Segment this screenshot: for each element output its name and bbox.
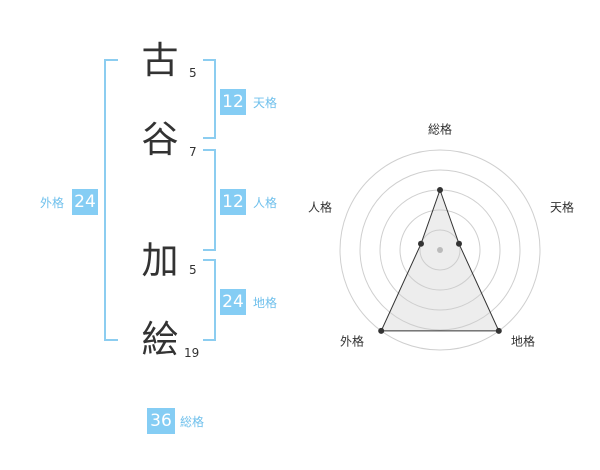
chikaku-value-box: 24	[220, 289, 246, 315]
jinkaku-label: 人格	[253, 196, 278, 210]
gaikaku-value-box: 24	[72, 189, 98, 215]
radar-ring	[419, 229, 461, 271]
radar-data-polygon	[380, 188, 500, 332]
radar-ring	[399, 209, 481, 291]
radar-data	[378, 187, 502, 334]
radar-ring	[359, 169, 521, 331]
radar-point-gaikaku	[378, 327, 385, 334]
radar-point-tenkaku	[456, 240, 462, 247]
radar-point-chikaku	[495, 327, 502, 334]
chikaku-bracket	[203, 259, 216, 341]
tenkaku-bracket	[203, 59, 216, 139]
jinkaku-value-box: 12	[220, 189, 246, 215]
stroke-count-1: 5	[189, 66, 197, 80]
radar-center-dot	[437, 247, 443, 253]
stroke-count-4: 19	[184, 346, 200, 360]
radar-axis-label-gaikaku: 外格	[340, 334, 364, 349]
radar-axis-label-jinkaku: 人格	[308, 200, 332, 215]
tenkaku-value-box: 12	[220, 89, 246, 115]
radar-point-soukaku	[437, 187, 443, 193]
radar-rings	[339, 149, 541, 351]
radar-chart: 総格 天格 地格 外格 人格	[308, 122, 574, 351]
radar-point-jinkaku	[418, 240, 424, 247]
stroke-count-2: 7	[189, 145, 197, 159]
name-char-3: 加	[141, 239, 179, 282]
soukaku-label: 総格	[180, 415, 205, 429]
chikaku-label: 地格	[253, 296, 278, 310]
name-char-4: 絵	[141, 318, 179, 361]
jinkaku-bracket	[203, 149, 216, 251]
radar-axis-label-tenkaku: 天格	[550, 200, 574, 215]
stroke-count-3: 5	[189, 263, 197, 277]
name-char-1: 古	[141, 39, 179, 82]
radar-ring	[339, 149, 541, 351]
radar-axis-label-chikaku: 地格	[511, 334, 535, 349]
soukaku-value-box: 36	[147, 408, 175, 434]
radar-axis-label-soukaku: 総格	[428, 122, 452, 137]
tenkaku-label: 天格	[253, 96, 278, 110]
gaikaku-label: 外格	[40, 196, 65, 210]
name-char-2: 谷	[141, 118, 179, 161]
gaikaku-bracket	[104, 59, 118, 341]
